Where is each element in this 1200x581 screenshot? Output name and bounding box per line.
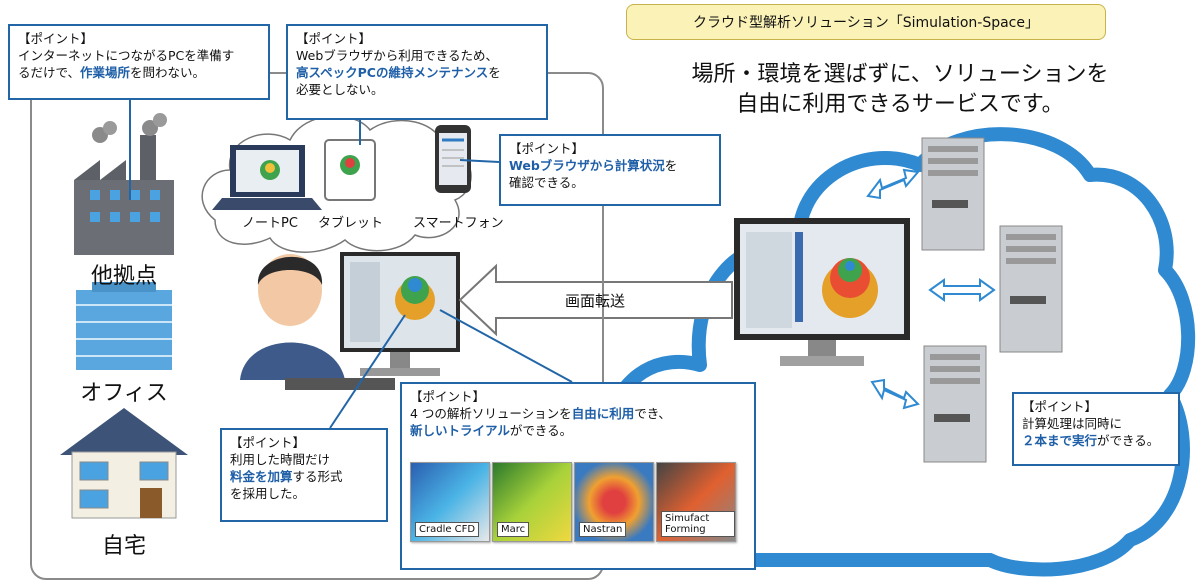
point-text: ２本まで実行ができる。 — [1022, 433, 1160, 448]
screen-transfer-arrow — [458, 263, 733, 337]
device-laptop-label: ノートPC — [242, 216, 298, 231]
office-building-icon — [76, 282, 172, 370]
server-top-icon — [921, 137, 985, 251]
factory-icon — [74, 113, 174, 255]
point-text: インターネットにつながるPCを準備す — [18, 48, 235, 63]
screen-transfer-label: 画面転送 — [565, 292, 626, 310]
point-text: 4 つの解析ソリューションを自由に利用でき、 — [410, 406, 671, 421]
location-branch-label: 他拠点 — [90, 264, 157, 289]
point-callout-status: 【ポイント】 Webブラウザから計算状況を 確認できる。 — [499, 134, 721, 206]
point-text: 料金を加算する形式 — [230, 469, 343, 484]
point-heading: 【ポイント】 — [1022, 399, 1098, 414]
point-text: 新しいトライアルができる。 — [410, 423, 573, 438]
point-text: Webブラウザから計算状況を — [509, 158, 678, 173]
point-heading: 【ポイント】 — [410, 389, 486, 404]
device-smartphone-label: スマートフォン — [413, 216, 504, 231]
callout-connectors — [129, 100, 573, 429]
user-person-icon — [240, 254, 345, 380]
point-callout-parallel: 【ポイント】 計算処理は同時に ２本まで実行ができる。 — [1012, 392, 1180, 466]
software-card-simufact-forming: Simufact Forming — [656, 462, 736, 542]
house-icon — [60, 408, 188, 519]
location-home-label: 自宅 — [101, 534, 146, 559]
point-callout-workplace: 【ポイント】 インターネットにつながるPCを準備す るだけで、作業場所を問わない… — [8, 24, 270, 100]
point-text: 計算処理は同時に — [1022, 416, 1123, 431]
point-callout-billing: 【ポイント】 利用した時間だけ 料金を加算する形式 を採用した。 — [220, 428, 388, 522]
point-text: 必要としない。 — [296, 82, 384, 97]
point-text: Webブラウザから利用できるため、 — [296, 48, 499, 63]
local-monitor-icon — [285, 252, 460, 390]
point-text: 高スペックPCの維持メンテナンスを — [296, 65, 501, 80]
point-text: を採用した。 — [230, 486, 306, 501]
headline: 場所・環境を選ばずに、ソリューションを 自由に利用できるサービスです。 — [660, 60, 1140, 120]
smartphone-icon — [435, 125, 471, 193]
solution-title: クラウド型解析ソリューション「Simulation-Space」 — [626, 4, 1106, 40]
headline-line-2: 自由に利用できるサービスです。 — [736, 92, 1064, 117]
point-highlight: 作業場所 — [80, 65, 131, 80]
laptop-icon — [212, 145, 322, 210]
software-label: Simufact Forming — [661, 511, 735, 537]
point-heading: 【ポイント】 — [509, 141, 585, 156]
tablet-icon — [324, 139, 376, 201]
software-label: Nastran — [579, 522, 627, 537]
bidirectional-arrow-icon — [866, 168, 996, 410]
point-highlight: 自由に利用 — [571, 406, 635, 421]
point-heading: 【ポイント】 — [18, 31, 94, 46]
software-card-cradle-cfd: Cradle CFD — [410, 462, 490, 542]
cloud-monitor-icon — [734, 218, 910, 366]
point-text: 利用した時間だけ — [230, 452, 331, 467]
point-heading: 【ポイント】 — [296, 31, 372, 46]
point-highlight: ２本まで実行 — [1022, 433, 1098, 448]
point-highlight: 料金を加算 — [230, 469, 293, 484]
point-text: るだけで、作業場所を問わない。 — [18, 65, 206, 80]
device-tablet-label: タブレット — [318, 216, 384, 231]
headline-line-1: 場所・環境を選ばずに、ソリューションを — [691, 62, 1109, 87]
point-text: 確認できる。 — [509, 175, 584, 190]
point-highlight: 高スペックPCの維持メンテナンス — [296, 65, 489, 80]
location-office-label: オフィス — [80, 381, 168, 406]
software-label: Cradle CFD — [415, 522, 480, 537]
server-bottom-icon — [923, 345, 987, 463]
point-callout-browser: 【ポイント】 Webブラウザから利用できるため、 高スペックPCの維持メンテナン… — [286, 24, 548, 120]
software-card-marc: Marc — [492, 462, 572, 542]
software-label: Marc — [497, 522, 530, 537]
server-middle-icon — [999, 225, 1063, 353]
point-heading: 【ポイント】 — [230, 435, 306, 450]
software-card-nastran: Nastran — [574, 462, 654, 542]
point-highlight: Webブラウザから計算状況 — [509, 158, 665, 173]
point-highlight: 新しいトライアル — [410, 423, 510, 438]
